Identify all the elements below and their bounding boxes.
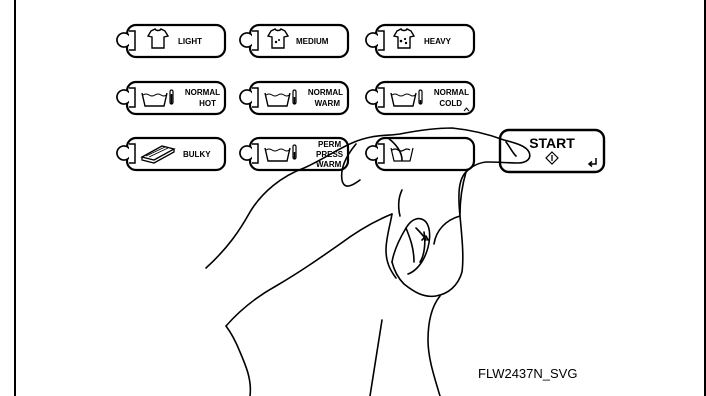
start-label: START (529, 135, 575, 151)
bulky-label: BULKY (183, 150, 211, 159)
shirt-icon (146, 28, 170, 49)
enter-arrow-icon (587, 158, 597, 168)
tub-thermometer-icon (264, 144, 297, 162)
folded-blanket-icon (140, 145, 176, 164)
normal-cold-line1: NORMAL (434, 88, 469, 97)
tub-thermometer-icon (141, 89, 174, 107)
normal-cold-button[interactable]: NORMAL COLD (365, 80, 476, 116)
figure-id-caption: FLW2437N_SVG (478, 366, 577, 381)
normal-hot-button[interactable]: NORMAL HOT (116, 80, 227, 116)
hidden-button-partial[interactable] (365, 136, 476, 172)
normal-warm-button[interactable]: NORMAL WARM (239, 80, 350, 116)
tub-thermometer-icon (390, 89, 423, 107)
tub-thermometer-icon (264, 89, 297, 107)
light-label: LIGHT (178, 37, 202, 46)
perm-press-line1: PERM (318, 140, 341, 149)
caret-up-icon (463, 107, 470, 112)
shirt-icon (266, 28, 290, 49)
medium-button[interactable]: MEDIUM (239, 23, 350, 59)
heavy-label: HEAVY (424, 37, 452, 46)
normal-warm-line1: NORMAL (308, 88, 343, 97)
normal-hot-line1: NORMAL (185, 88, 220, 97)
perm-press-warm-button[interactable]: PERM PRESS WARM (239, 136, 350, 172)
button-tab-notch (129, 30, 136, 51)
diamond-start-icon (545, 151, 559, 165)
normal-hot-line2: HOT (199, 99, 216, 108)
heavy-button[interactable]: HEAVY (365, 23, 476, 59)
perm-press-line3: WARM (316, 160, 342, 169)
shirt-icon (392, 28, 416, 49)
normal-cold-line2: COLD (439, 99, 462, 108)
medium-label: MEDIUM (296, 37, 329, 46)
bulky-button[interactable]: BULKY (116, 136, 227, 172)
hand-illustration (205, 127, 531, 396)
tub-icon (390, 147, 414, 162)
light-button[interactable]: LIGHT (116, 23, 227, 59)
normal-warm-line2: WARM (315, 99, 341, 108)
start-button[interactable]: START (498, 128, 606, 174)
